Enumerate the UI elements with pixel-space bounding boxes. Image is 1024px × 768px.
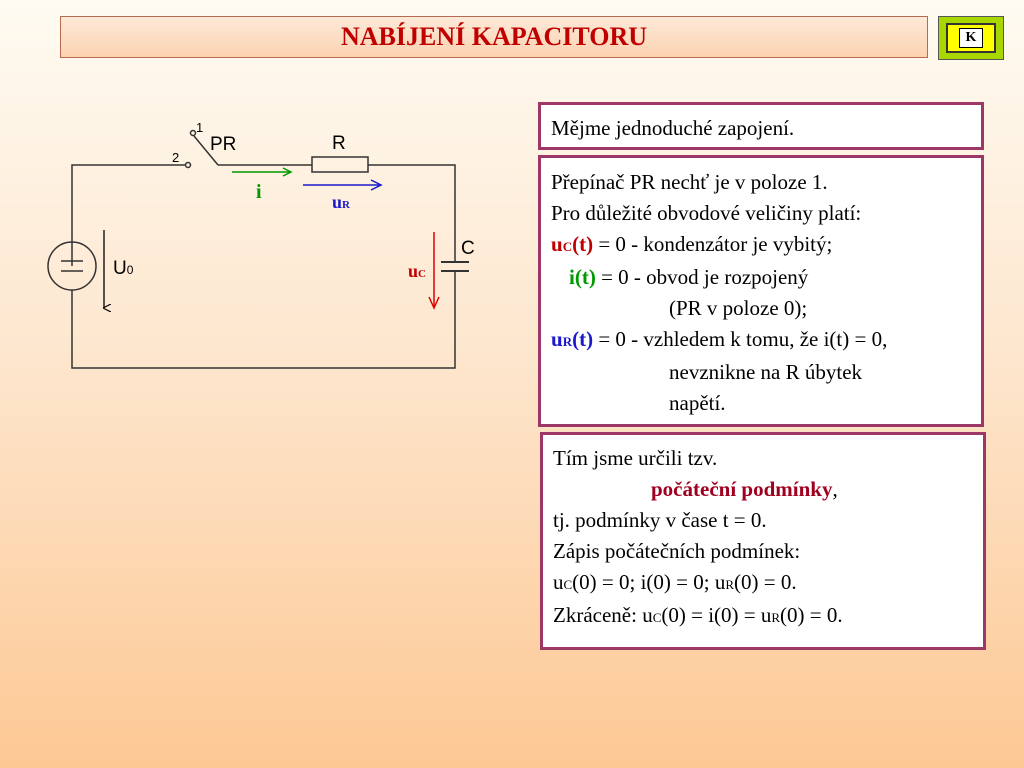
k-button[interactable]: K [938,16,1004,60]
title-bar: NABÍJENÍ KAPACITORU [60,16,928,58]
quantities-intro-text: Pro důležité obvodové veličiny platí: [551,201,862,225]
uc-condition: uC(t) = 0 - kondenzátor je vybitý; [551,232,833,256]
ur-condition: uR(t) = 0 - vzhledem k tomu, že i(t) = 0… [551,327,888,351]
uc-label: uC [408,261,426,281]
intro-box: Mějme jednoduché zapojení. [538,102,984,150]
i-condition-cont: (PR v poloze 0); [669,296,808,320]
switch-contact-1 [189,129,197,137]
source-label: U0 [113,258,134,279]
initial-conditions-term: počáteční podmínky, [651,477,838,501]
switch-blade [193,135,219,166]
wire-right-upper [368,164,456,262]
circuit-diagram: 1 2 PR R C U0 i uR uC [47,120,475,369]
short-formula: Zkráceně: uC(0) = i(0) = uR(0) = 0. [553,603,843,627]
wire-right-lower [71,272,456,369]
i-condition: i(t) = 0 - obvod je rozpojený [569,265,809,289]
wire-top-left [71,164,186,266]
resistor-symbol [311,156,369,173]
switch-position-text: Přepínač PR nechť je v poloze 1. [551,170,828,194]
initial-conditions-box: Tím jsme určili tzv. počáteční podmínky,… [540,432,986,650]
conditions-box: Přepínač PR nechť je v poloze 1. Pro důl… [538,155,984,427]
switch-label: PR [210,134,236,155]
initial-conditions-formula: uC(0) = 0; i(0) = 0; uR(0) = 0. [553,570,797,594]
time-zero-text: tj. podmínky v čase t = 0. [553,508,767,532]
current-label: i [256,181,262,203]
resistor-label: R [332,133,346,154]
k-button-label: K [958,28,984,48]
intro-text: Mějme jednoduché zapojení. [551,116,795,140]
ur-condition-cont1: nevznikne na R úbytek [669,360,863,384]
notation-heading: Zápis počátečních podmínek: [553,539,801,563]
switch-contact-2 [184,161,192,169]
switch-pos2-label: 2 [172,150,179,165]
ur-label: uR [332,192,351,212]
k-button-face: K [946,23,996,53]
voltage-source-symbol [47,241,97,291]
summary-intro: Tím jsme určili tzv. [553,446,718,470]
page-title: NABÍJENÍ KAPACITORU [340,22,648,51]
capacitor-label: C [461,238,475,259]
switch-pos1-label: 1 [196,120,203,135]
ur-condition-cont2: napětí. [669,391,726,415]
